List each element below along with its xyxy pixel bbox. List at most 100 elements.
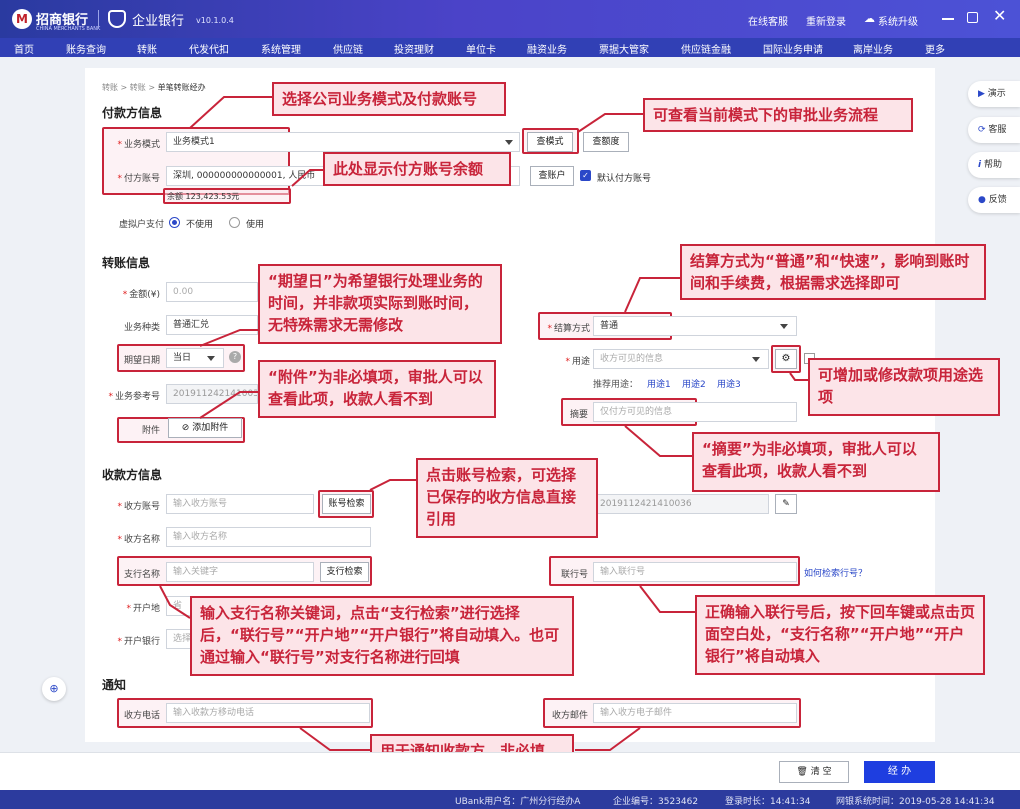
chevron-down-icon — [505, 140, 513, 145]
callout-summary: “摘要”为非必填项，审批人可以查看此项，收款人看不到 — [692, 432, 940, 492]
expect-date-label: 期望日期 — [123, 356, 160, 366]
chevron-down-icon — [752, 357, 760, 362]
nav-more[interactable]: 更多 — [925, 45, 945, 56]
how-search-link[interactable]: 如何检索行号？ — [804, 569, 868, 579]
breadcrumb-item[interactable]: 转账 — [102, 83, 118, 92]
product-name: 企业银行 — [132, 14, 185, 29]
recommend-item-1[interactable]: 用途1 — [647, 380, 671, 390]
minimize-icon[interactable] — [942, 18, 954, 20]
city-label: *开户地 — [126, 604, 160, 614]
service-button[interactable]: ⟳ 客服 — [968, 117, 1020, 143]
info-icon: i — [978, 160, 982, 170]
transfer-title: 转账信息 — [102, 256, 151, 270]
nav-card[interactable]: 单位卡 — [466, 45, 496, 56]
payee-name-input[interactable]: 输入收方名称 — [166, 527, 371, 547]
nav-offshore[interactable]: 离岸业务 — [853, 45, 893, 56]
query-mode-button[interactable]: 查模式 — [527, 132, 573, 152]
nav-payroll[interactable]: 代发代扣 — [189, 45, 229, 56]
email-input[interactable]: 输入收方电子邮件 — [593, 703, 797, 723]
status-bar: UBank用户名：广州分行经办A 企业编号：3523462 登录时长：14:41… — [0, 790, 1020, 809]
nav-system[interactable]: 系统管理 — [261, 45, 301, 56]
biz-type-select[interactable]: 普通汇兑 — [166, 315, 258, 335]
bank-name-en: CHINA MERCHANTS BANK — [36, 26, 101, 32]
radio-virtual-on[interactable] — [229, 217, 240, 228]
ref-input[interactable]: 201911242141003 — [166, 384, 258, 404]
highlight-balance — [163, 188, 291, 204]
bank-no-input[interactable]: 输入联行号 — [593, 562, 797, 582]
attach-label: 附件 — [141, 426, 160, 436]
bank-no-label: 联行号 — [560, 570, 588, 580]
help-button[interactable]: i 帮助 — [968, 152, 1020, 178]
summary-label: 摘要 — [569, 410, 588, 420]
account-search-button[interactable]: 账号检索 — [322, 494, 371, 514]
amount-label: *金额(¥) — [122, 290, 160, 300]
virtual-off-label: 不使用 — [186, 220, 214, 230]
callout-settle: 结算方式为“普通”和“快速”，影响到账时间和手续费，根据需求选择即可 — [680, 244, 986, 300]
nav-account-query[interactable]: 账务查询 — [66, 45, 106, 56]
submit-button[interactable]: 经 办 — [864, 761, 935, 783]
recommend-item-3[interactable]: 用途3 — [717, 380, 741, 390]
mode-select[interactable]: 业务模式1 — [166, 132, 520, 152]
zoom-icon[interactable]: ⊕ — [42, 677, 66, 701]
query-quota-button[interactable]: 查额度 — [583, 132, 629, 152]
payee-account-input[interactable]: 输入收方账号 — [166, 494, 314, 514]
branch-search-button[interactable]: 支行检索 — [320, 562, 369, 582]
maximize-icon[interactable] — [967, 12, 978, 23]
callout-attach: “附件”为非必填项，审批人可以查看此项，收款人看不到 — [258, 360, 496, 418]
recommend-item-2[interactable]: 用途2 — [682, 380, 706, 390]
help-label: 帮助 — [983, 160, 1002, 170]
headset-icon: ⟳ — [978, 125, 986, 135]
add-attachment-button[interactable]: ⊘ 添加附件 — [168, 418, 242, 438]
edit-icon[interactable]: ✎ — [775, 494, 797, 514]
nav-supply-chain[interactable]: 供应链 — [333, 45, 363, 56]
payee-ref-input[interactable]: 2019112421410036 — [593, 494, 769, 514]
payee-name-label: *收方名称 — [117, 535, 160, 545]
demo-button[interactable]: ▶ 演示 — [968, 81, 1020, 107]
nav-international[interactable]: 国际业务申请 — [763, 45, 823, 56]
branch-input[interactable]: 输入关键字 — [166, 562, 314, 582]
version-label: v10.1.0.4 — [196, 16, 234, 25]
expect-date-select[interactable]: 当日 — [166, 348, 224, 368]
footer-system-time: 网银系统时间：2019-05-28 14:41:34 — [836, 797, 995, 807]
clear-label: 清 空 — [810, 767, 832, 777]
main-nav: 首页 账务查询 转账 代发代扣 系统管理 供应链 投资理财 单位卡 融资业务 票… — [0, 38, 1020, 57]
callout-branch: 输入支行名称关键词，点击“支行检索”进行选择后，“联行号”“开户地”“开户银行”… — [190, 596, 574, 676]
nav-bill[interactable]: 票据大管家 — [599, 45, 649, 56]
feedback-button[interactable]: ● 反馈 — [968, 187, 1020, 213]
system-upgrade-link[interactable]: 系统升级 — [878, 17, 918, 28]
clear-button[interactable]: 🗑 清 空 — [779, 761, 849, 783]
purpose-input[interactable]: 收方可见的信息 — [593, 349, 769, 369]
checkbox-default-account[interactable]: ✓ — [580, 170, 591, 181]
settle-label: *结算方式 — [547, 324, 590, 334]
online-service-link[interactable]: 在线客服 — [748, 17, 788, 28]
help-icon[interactable]: ? — [229, 351, 241, 363]
header-divider — [98, 10, 99, 28]
nav-investment[interactable]: 投资理财 — [394, 45, 434, 56]
chat-icon: ● — [978, 195, 986, 205]
balance-text: 余额 123,423.53元 — [167, 192, 240, 201]
chevron-down-icon — [780, 324, 788, 329]
nav-transfer[interactable]: 转账 — [137, 45, 157, 56]
amount-input[interactable]: 0.00 — [166, 282, 258, 302]
relogin-link[interactable]: 重新登录 — [806, 17, 846, 28]
breadcrumb-item[interactable]: 转账 — [129, 83, 146, 92]
email-label: 收方邮件 — [551, 711, 588, 721]
query-account-button[interactable]: 查账户 — [530, 166, 574, 186]
ref-label: *业务参考号 — [108, 392, 160, 402]
gear-icon[interactable]: ⚙ — [775, 349, 797, 369]
radio-virtual-off[interactable] — [169, 217, 180, 228]
action-bar: 🗑 清 空 经 办 — [0, 752, 1020, 790]
biz-type-label: 业务种类 — [123, 323, 160, 333]
nav-scf[interactable]: 供应链金融 — [681, 45, 731, 56]
phone-input[interactable]: 输入收款方移动电话 — [166, 703, 370, 723]
settle-select[interactable]: 普通 — [593, 316, 797, 336]
play-icon: ▶ — [978, 89, 985, 99]
nav-finance[interactable]: 融资业务 — [527, 45, 567, 56]
product-logo-icon — [108, 10, 126, 28]
callout-expect-date: “期望日”为希望银行处理业务的时间，并非款项实际到账时间，无特殊需求无需修改 — [258, 264, 502, 344]
summary-input[interactable]: 仅付方可见的信息 — [593, 402, 797, 422]
nav-home[interactable]: 首页 — [14, 45, 34, 56]
close-icon[interactable]: ✕ — [993, 6, 1007, 25]
payer-title: 付款方信息 — [102, 106, 163, 120]
virtual-on-label: 使用 — [246, 220, 265, 230]
